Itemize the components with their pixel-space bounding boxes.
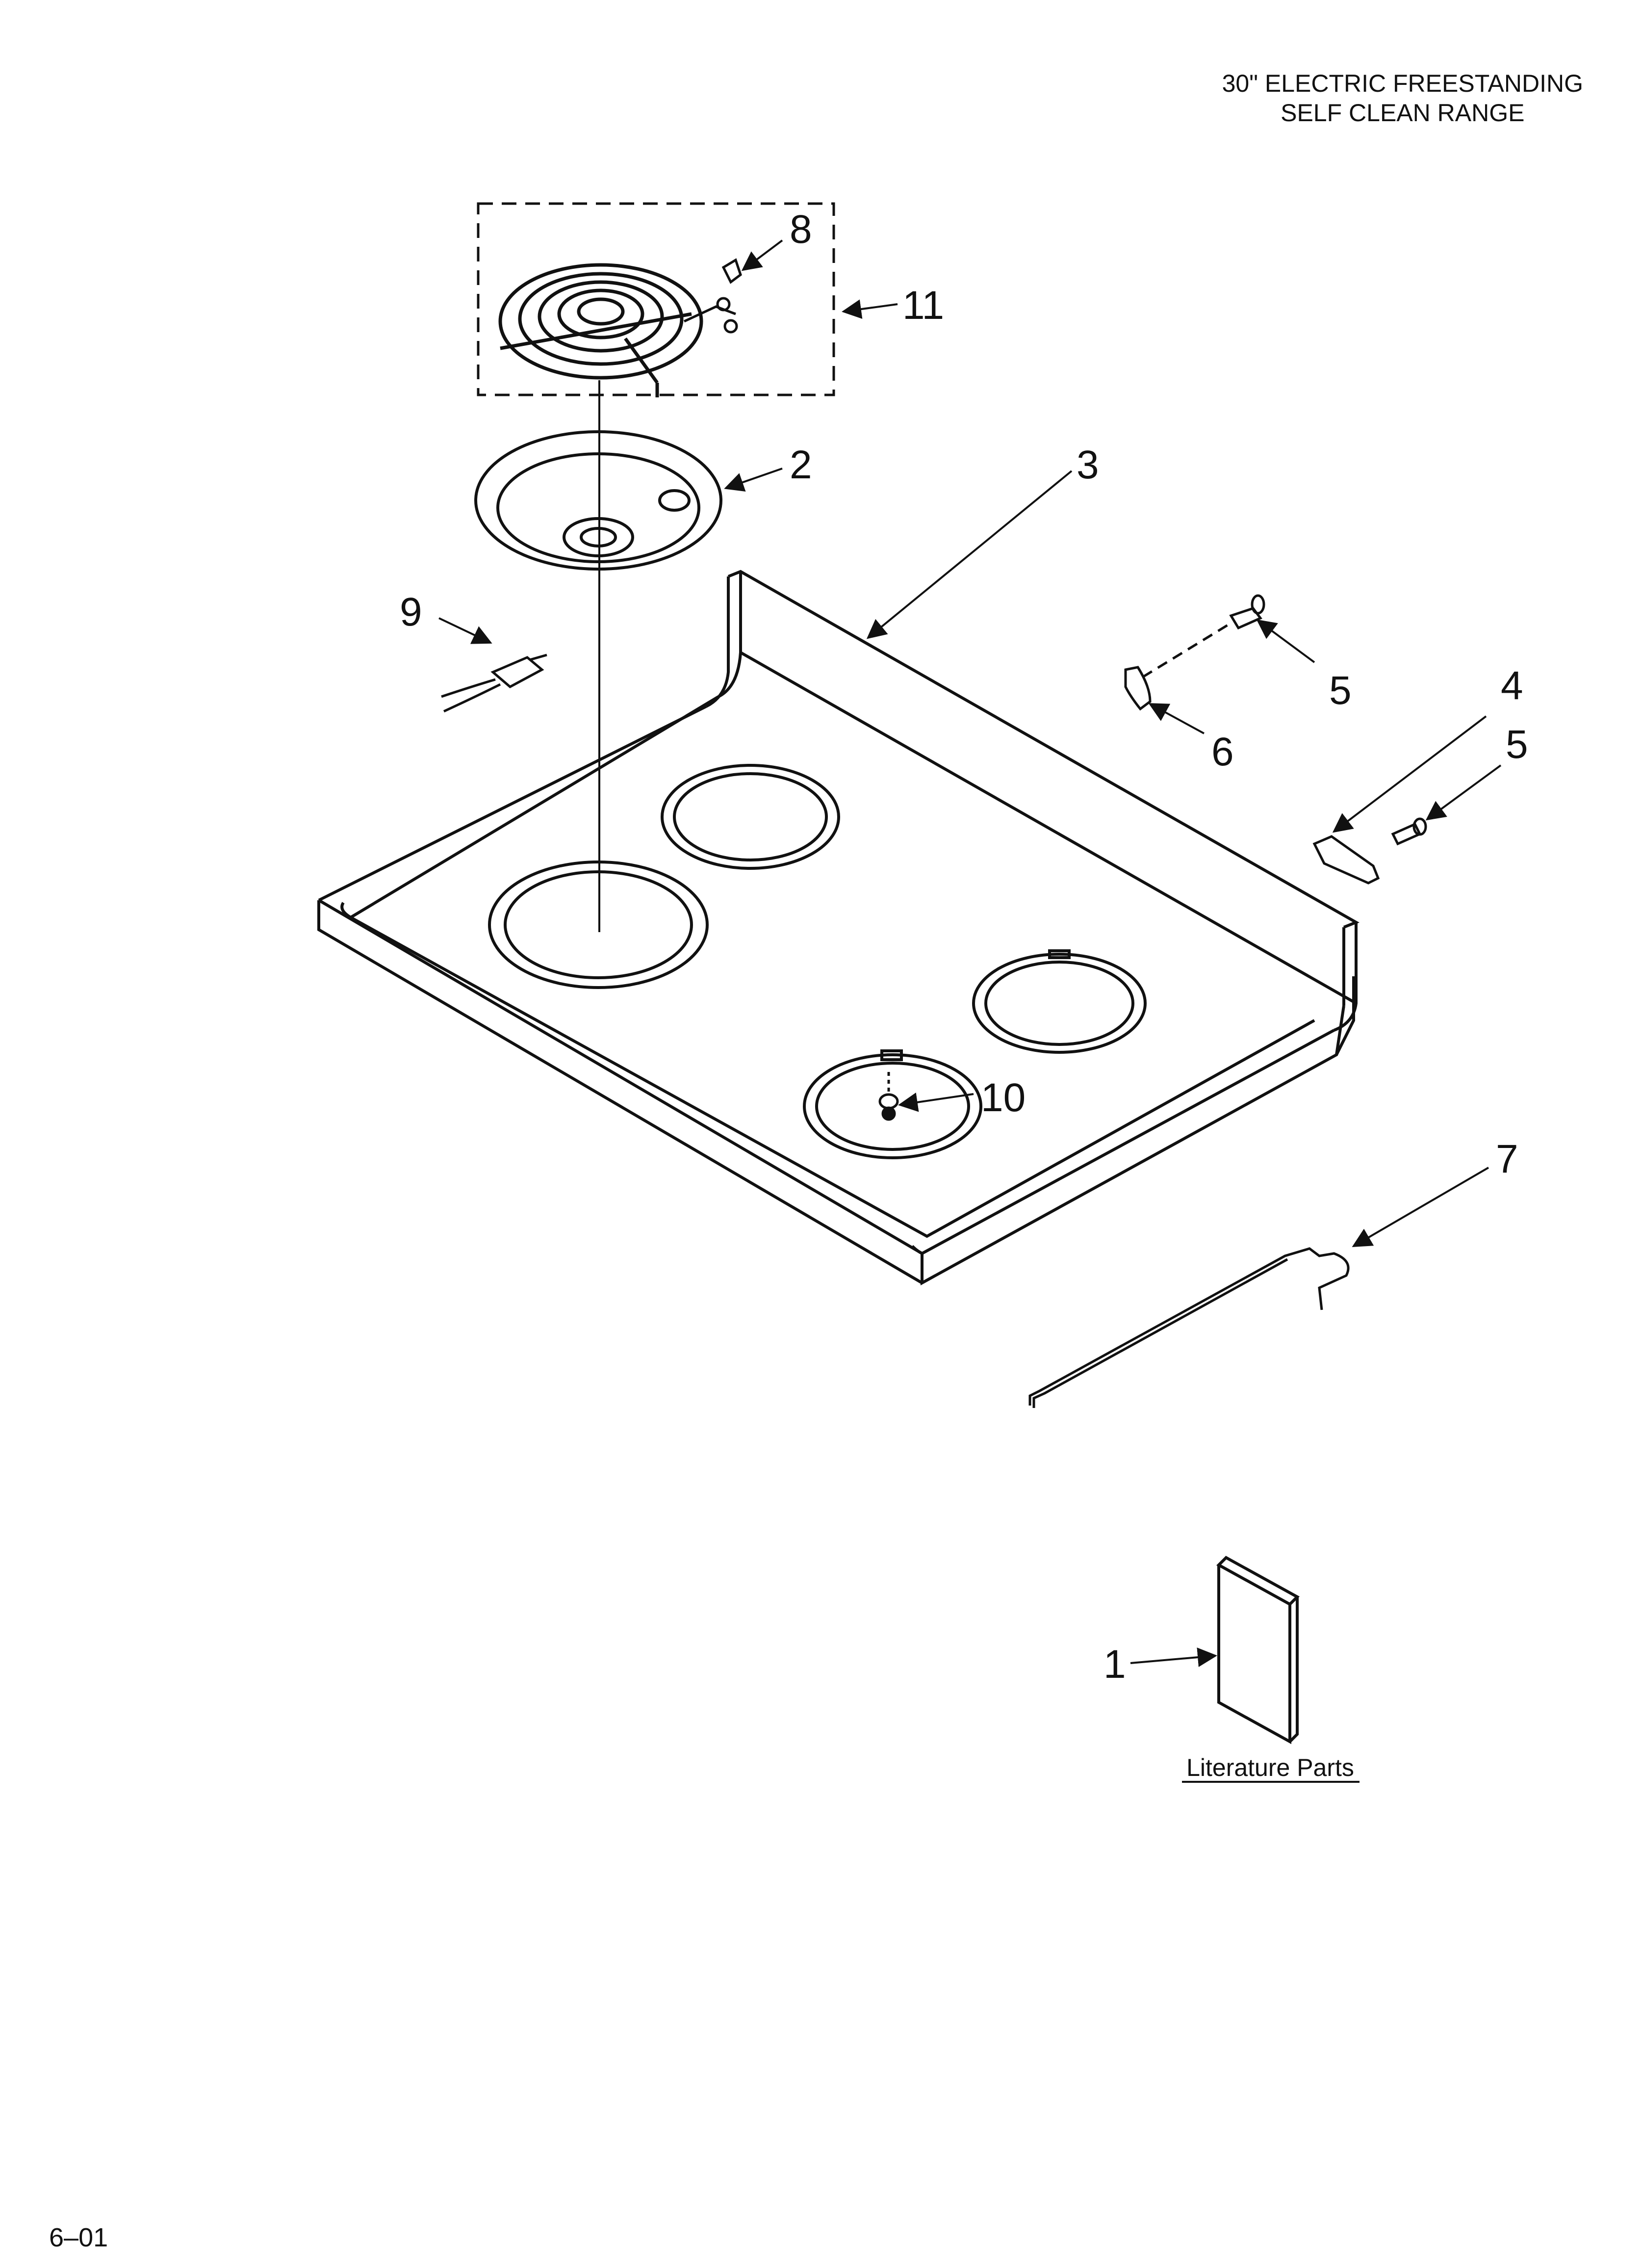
- leader-4: [1332, 715, 1487, 833]
- burner-opening-right-front: [803, 1049, 982, 1159]
- leader-6: [1148, 703, 1205, 734]
- leader-9: [438, 617, 492, 644]
- burner-opening-left-front: [488, 860, 709, 989]
- element-terminals: [683, 258, 742, 334]
- leader-7: [1352, 1167, 1489, 1248]
- callout-9: 9: [400, 590, 422, 634]
- leader-8: [741, 239, 783, 271]
- callout-7: 7: [1496, 1137, 1518, 1181]
- callout-6: 6: [1211, 730, 1234, 774]
- drip-pan: [474, 430, 722, 571]
- callout-11: 11: [902, 283, 944, 328]
- cooktop: [317, 570, 1360, 1286]
- callout-5-lower: 5: [1506, 722, 1528, 767]
- callout-3: 3: [1077, 443, 1099, 487]
- burner-opening-right-rear: [972, 949, 1147, 1054]
- callout-4: 4: [1501, 663, 1523, 708]
- bracket-and-screw-lower: [1312, 817, 1427, 885]
- burner-opening-left-rear: [661, 764, 840, 870]
- coil-element: [498, 263, 703, 397]
- callout-8: 8: [790, 207, 812, 252]
- leader-3: [866, 470, 1073, 639]
- clip-and-screw-upper: [1124, 594, 1265, 711]
- literature-parts-label: Literature Parts: [1186, 1754, 1354, 1781]
- callout-numbers: 8 11 2 3 9 5 6 4 5 10 7 1: [400, 207, 1528, 1687]
- callout-10: 10: [981, 1075, 1026, 1120]
- rod-part-7: [1028, 1247, 1350, 1408]
- revision-code: 6–01: [49, 2223, 108, 2252]
- leader-5-lower: [1425, 764, 1502, 821]
- leader-lines: [438, 239, 1502, 1668]
- literature-book: [1216, 1556, 1300, 1745]
- leader-11: [842, 299, 898, 319]
- callout-5-upper: 5: [1329, 668, 1352, 713]
- leader-2: [724, 468, 783, 492]
- screw-part-10: [878, 1072, 899, 1121]
- surface-element-assembly: [477, 202, 835, 932]
- callout-1: 1: [1103, 1642, 1126, 1687]
- assembly-dashed-box: [477, 202, 835, 396]
- leader-1: [1130, 1647, 1217, 1668]
- leader-10: [898, 1092, 974, 1112]
- leader-5-upper: [1256, 619, 1315, 663]
- diagram-title: 30" ELECTRIC FREESTANDING SELF CLEAN RAN…: [1222, 69, 1583, 128]
- title-line-1: 30" ELECTRIC FREESTANDING: [1222, 70, 1583, 97]
- title-line-2: SELF CLEAN RANGE: [1281, 99, 1525, 127]
- callout-2: 2: [790, 443, 812, 487]
- terminal-block: [441, 653, 547, 713]
